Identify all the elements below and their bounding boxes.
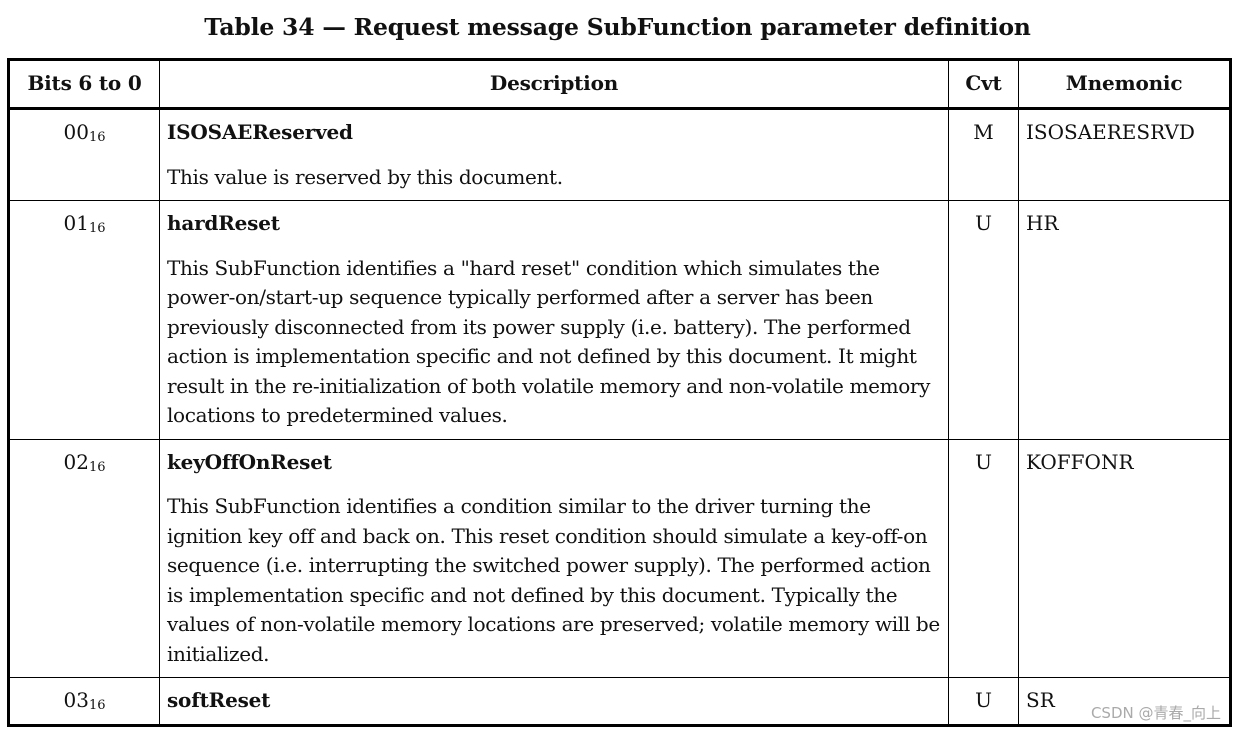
bits-cell: 0016 bbox=[8, 108, 160, 201]
cvt-cell: M bbox=[948, 108, 1019, 201]
mnemonic-cell: SR bbox=[1018, 677, 1231, 726]
description-cell: hardReset This SubFunction identifies a … bbox=[159, 200, 949, 440]
cvt-cell: U bbox=[948, 677, 1019, 726]
bits-cell: 0116 bbox=[8, 200, 160, 440]
bits-base: 16 bbox=[88, 698, 106, 713]
subfunction-name: hardReset bbox=[167, 211, 280, 235]
bits-value: 02 bbox=[63, 449, 89, 474]
subfunction-description: This SubFunction identifies a condition … bbox=[167, 494, 940, 666]
cvt-cell: U bbox=[948, 438, 1019, 678]
header-description: Description bbox=[159, 59, 949, 110]
bits-value: 00 bbox=[63, 120, 89, 144]
mnemonic-cell: HR bbox=[1018, 200, 1231, 440]
subfunction-name: ISOSAEReserved bbox=[167, 120, 353, 144]
description-cell: ISOSAEReserved This value is reserved by… bbox=[159, 108, 949, 201]
bits-value: 03 bbox=[63, 688, 89, 712]
watermark: CSDN @青春_向上 bbox=[1090, 704, 1221, 722]
table-row: 0216 keyOffOnReset This SubFunction iden… bbox=[8, 438, 1231, 678]
table-title: Table 34 — Request message SubFunction p… bbox=[204, 13, 1031, 41]
cvt-cell: U bbox=[948, 200, 1019, 440]
table-row: 0316 softReset U SR bbox=[8, 677, 1231, 726]
bits-cell: 0316 bbox=[8, 677, 160, 726]
bits-base: 16 bbox=[88, 221, 106, 236]
subfunction-table: Bits 6 to 0 Description Cvt Mnemonic 001… bbox=[7, 58, 1232, 727]
header-mnemonic: Mnemonic bbox=[1018, 59, 1231, 110]
table-row: 0016 ISOSAEReserved This value is reserv… bbox=[8, 108, 1231, 201]
mnemonic-cell: KOFFONR bbox=[1018, 438, 1231, 678]
bits-base: 16 bbox=[88, 459, 106, 475]
header-cvt: Cvt bbox=[948, 59, 1019, 110]
table-header-row: Bits 6 to 0 Description Cvt Mnemonic bbox=[8, 59, 1231, 110]
bits-base: 16 bbox=[88, 130, 106, 145]
description-cell: softReset bbox=[159, 677, 949, 726]
subfunction-name: softReset bbox=[167, 688, 271, 712]
bits-value: 01 bbox=[63, 211, 89, 235]
description-cell: keyOffOnReset This SubFunction identifie… bbox=[159, 438, 949, 678]
subfunction-description: This value is reserved by this document. bbox=[167, 164, 563, 189]
subfunction-name: keyOffOnReset bbox=[167, 449, 332, 474]
bits-cell: 0216 bbox=[8, 438, 160, 678]
subfunction-description: This SubFunction identifies a "hard rese… bbox=[167, 255, 931, 428]
header-bits: Bits 6 to 0 bbox=[8, 59, 160, 110]
mnemonic-cell: ISOSAERESRVD bbox=[1018, 108, 1231, 201]
table-row: 0116 hardReset This SubFunction identifi… bbox=[8, 200, 1231, 440]
